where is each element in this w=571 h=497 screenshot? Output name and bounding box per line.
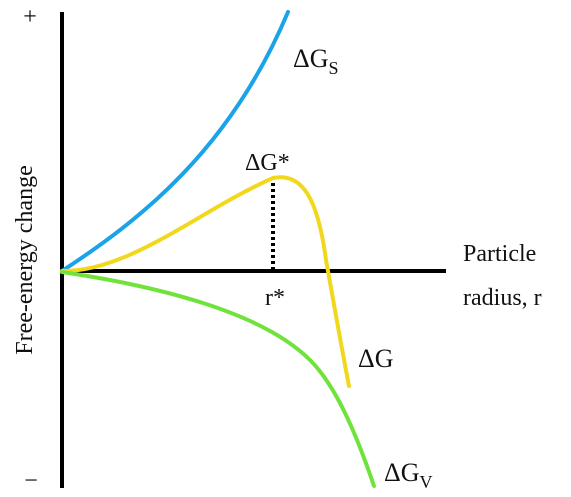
volume-energy-curve	[60, 270, 376, 488]
critical-energy-label: ΔG*	[245, 150, 290, 176]
x-axis-label-line1: Particle	[463, 241, 536, 267]
critical-radius-label: r*	[265, 285, 285, 311]
series-label-volume-sub: V	[420, 472, 433, 492]
series-label-total: ΔG	[358, 344, 394, 373]
y-bottom-sign: −	[24, 468, 38, 494]
total-energy-curve	[60, 175, 351, 388]
series-label-volume: ΔGV	[384, 458, 433, 492]
series-label-surface-sub: S	[329, 58, 339, 78]
surface-energy-curve	[60, 10, 290, 273]
series-label-surface: ΔGS	[293, 44, 339, 78]
series-label-surface-main: ΔG	[293, 44, 329, 73]
y-top-sign: +	[23, 4, 37, 30]
x-axis-label-line2: radius, r	[463, 285, 542, 311]
y-axis-label: Free-energy change	[12, 165, 38, 354]
series-label-volume-main: ΔG	[384, 458, 420, 487]
